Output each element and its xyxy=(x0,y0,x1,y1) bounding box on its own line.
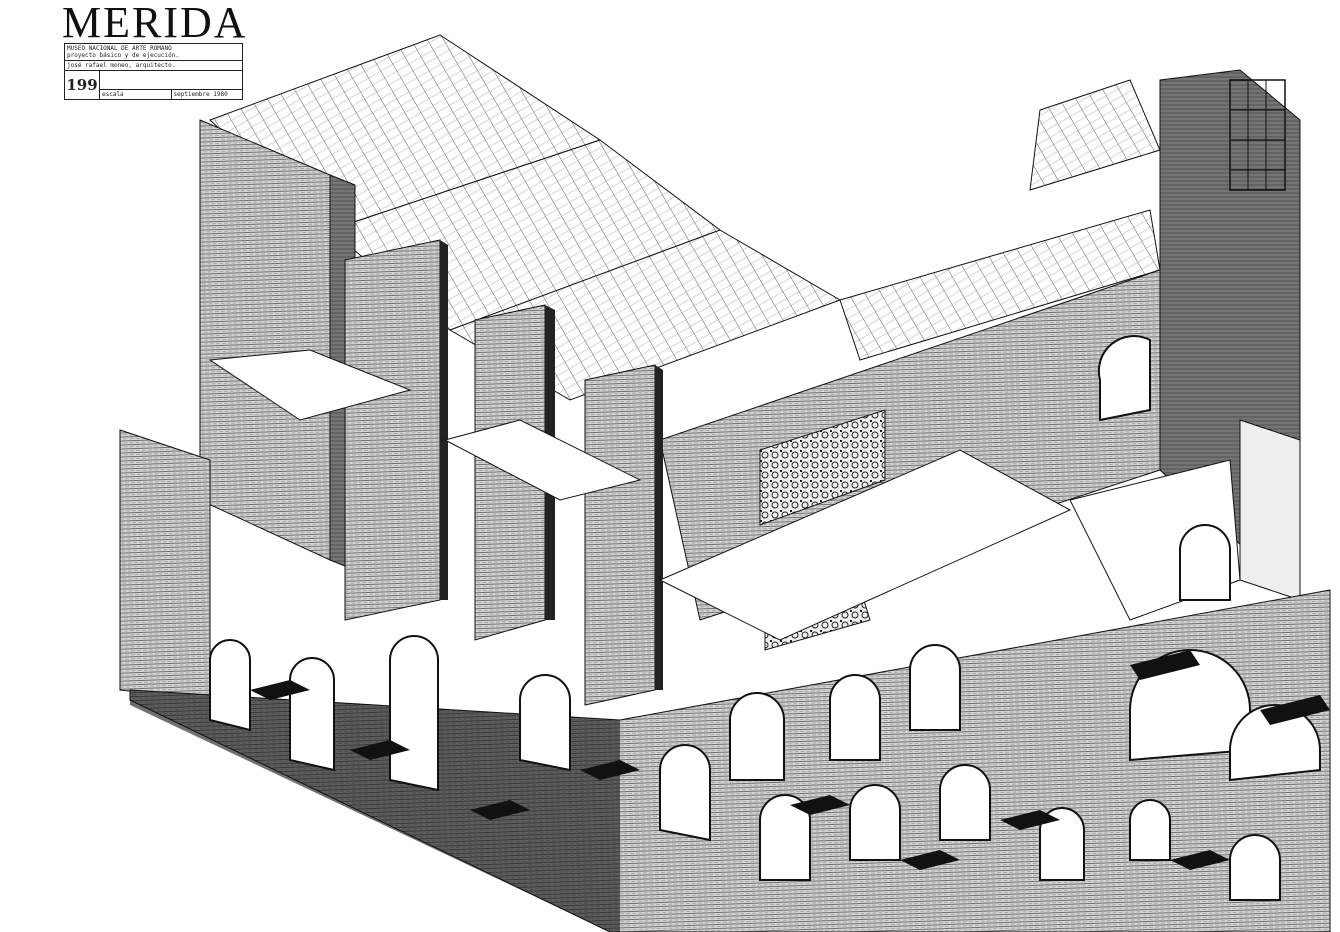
title-block-project: MUSEO NACIONAL DE ARTE ROMANO proyecto b… xyxy=(65,44,242,61)
title-block: MUSEO NACIONAL DE ARTE ROMANO proyecto b… xyxy=(64,43,243,100)
title-block-footer: 199 escala septiembre 1980 xyxy=(65,71,242,99)
museum-name: MUSEO NACIONAL DE ARTE ROMANO xyxy=(67,45,172,52)
sheet-number: 199 xyxy=(65,71,100,99)
architect-name: josé rafael moneo, arquitecto. xyxy=(65,61,242,71)
drawing-title: MERIDA xyxy=(62,0,248,47)
drawing-date: septiembre 1980 xyxy=(170,90,243,99)
project-phase: proyecto básico y de ejecución. xyxy=(67,52,179,59)
front-arcade xyxy=(129,335,1331,932)
scale-label: escala xyxy=(102,91,124,98)
blank-cell xyxy=(100,71,242,90)
scale-date-row: escala septiembre 1980 xyxy=(100,90,242,99)
title-block-cells: escala septiembre 1980 xyxy=(100,71,242,99)
